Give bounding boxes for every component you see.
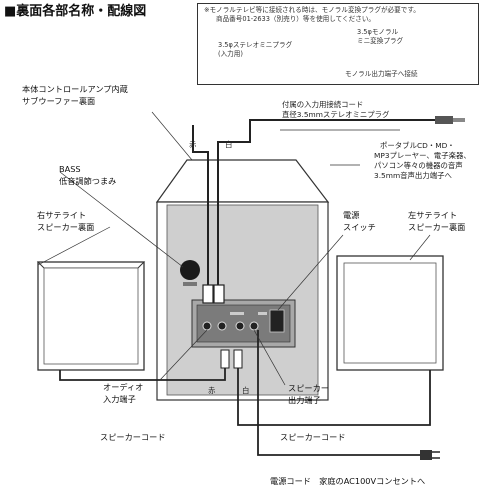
- mono-plug-label-1: 3.5φモノラル: [357, 28, 399, 36]
- power-switch: [269, 309, 285, 333]
- input-cord-label-2: 直径3.5mmステレオミニプラグ: [282, 110, 390, 119]
- power-switch-label-2: スイッチ: [343, 222, 376, 232]
- bass-label-1: BASS: [59, 164, 81, 174]
- note-box: [197, 3, 479, 85]
- speaker-output-label-2: 出力端子: [288, 395, 321, 405]
- speaker-cords: [59, 330, 440, 460]
- mono-plug-label-2: ミニ変換プラグ: [357, 37, 404, 45]
- note-line2: 商品番号01-2633（別売り）等を使用してください。: [216, 15, 376, 23]
- audio-input-jack-right: [217, 321, 227, 331]
- audio-input-label-2: 入力端子: [103, 394, 136, 404]
- leader-lines: [37, 111, 431, 386]
- left-satellite-label-2: スピーカー裏面: [408, 222, 466, 232]
- right-satellite-speaker: [36, 261, 146, 371]
- portable-label-2: MP3プレーヤー、電子楽器、: [374, 151, 471, 160]
- mono-out-label: モノラル出力端子へ接続: [345, 70, 418, 78]
- red-label-bottom: 赤: [208, 386, 216, 395]
- right-satellite-label-2: スピーカー裏面: [37, 222, 95, 232]
- main-unit-label-2: サブウーファー裏面: [22, 96, 96, 106]
- page-title: ■裏面各部名称・配線図: [4, 4, 147, 19]
- power-cord-label: 電源コード 家庭のAC100Vコンセントへ: [270, 476, 426, 486]
- speaker-cord-label-right: スピーカーコード: [280, 432, 346, 442]
- left-satellite-speaker: [336, 255, 444, 371]
- speaker-cord-label-left: スピーカーコード: [100, 432, 166, 442]
- right-satellite-label-1: 右サテライト: [37, 210, 87, 220]
- power-switch-label-1: 電源: [343, 210, 360, 220]
- subwoofer-unit: [155, 159, 330, 401]
- speaker-output-jack-left: [235, 321, 245, 331]
- input-cord: [192, 116, 465, 304]
- bass-label-2: 低音調節つまみ: [59, 176, 117, 186]
- audio-input-label-1: オーディオ: [103, 382, 144, 392]
- portable-label-4: 3.5mm音声出力端子へ: [374, 171, 452, 180]
- portable-label-3: パソコン等々の機器の音声: [374, 161, 463, 170]
- input-cord-label-1: 付属の入力用接続コード: [282, 100, 364, 109]
- portable-label-1: ポータブルCD・MD・: [380, 141, 455, 150]
- white-label-bottom: 白: [242, 386, 250, 395]
- speaker-output-jack-right: [249, 321, 259, 331]
- red-label-top: 赤: [189, 140, 197, 149]
- stereo-plug-label-1: 3.5φステレオミニプラグ: [218, 41, 293, 49]
- left-satellite-label-1: 左サテライト: [408, 210, 458, 220]
- white-label-top: 白: [225, 140, 233, 149]
- note-line1: ※モノラルテレビ等に接続される時は、モノラル変換プラグが必要です。: [204, 6, 420, 14]
- bass-knob: [180, 260, 200, 280]
- speaker-output-label-1: スピーカー: [288, 383, 329, 393]
- stereo-plug-label-2: (入力用): [218, 50, 243, 58]
- main-unit-label-1: 本体コントロールアンプ内蔵: [22, 84, 128, 94]
- audio-input-jack-left: [202, 321, 212, 331]
